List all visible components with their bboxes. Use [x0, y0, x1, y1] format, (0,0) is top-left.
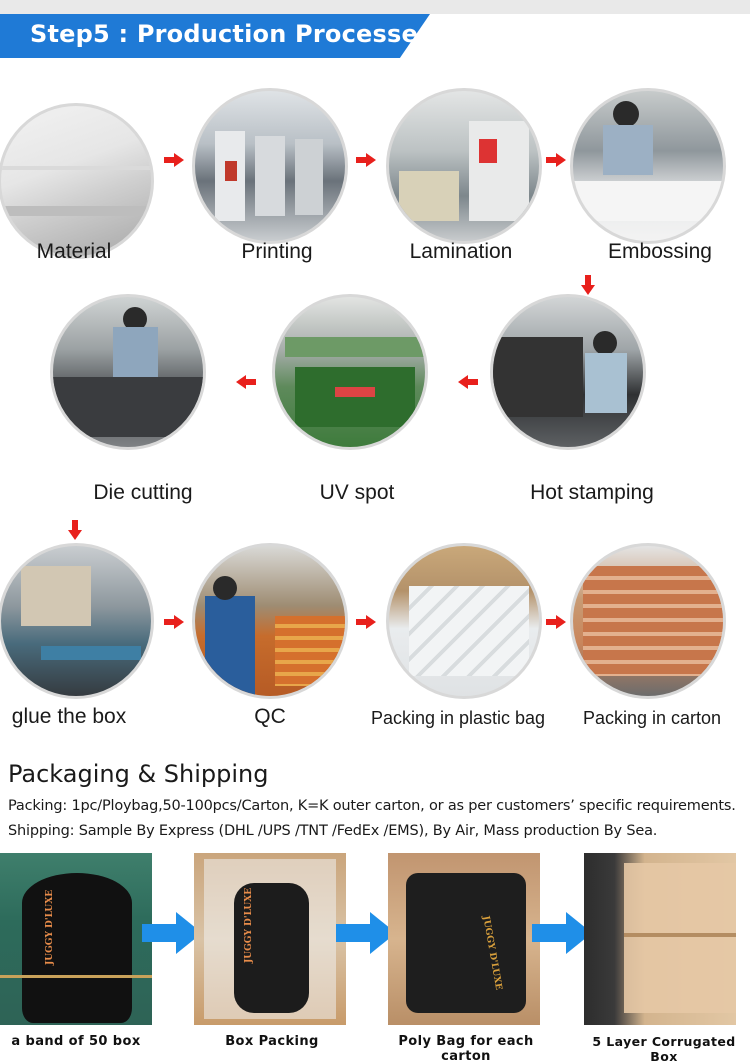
die-cutting-photo: [50, 294, 206, 450]
header-banner: [0, 14, 430, 58]
glue-box-photo: [0, 543, 154, 699]
arrow-down-icon: [581, 275, 595, 295]
uv-spot-photo: [272, 294, 428, 450]
carton-photo: [570, 543, 726, 699]
arrow-right-icon: [532, 912, 592, 954]
arrow-left-icon: [236, 375, 256, 389]
arrow-right-icon: [336, 912, 396, 954]
corrugated-box-photo: [584, 853, 736, 1025]
caption-corrugated-box: 5 Layer Corrugated Box: [592, 1034, 736, 1064]
arrow-right-icon: [546, 615, 566, 629]
label-lamination: Lamination: [409, 240, 513, 263]
label-printing: Printing: [241, 240, 313, 263]
label-glue-the-box: glue the box: [11, 705, 127, 728]
label-packing-plastic-bag: Packing in plastic bag: [370, 708, 546, 728]
band-of-boxes-photo: JUGGY D'LUXE: [0, 853, 152, 1025]
label-embossing: Embossing: [608, 240, 712, 263]
caption-box-packing: Box Packing: [225, 1034, 319, 1049]
arrow-down-icon: [68, 520, 82, 540]
arrow-right-icon: [546, 153, 566, 167]
lamination-photo: [386, 88, 542, 244]
material-photo: [0, 103, 154, 259]
label-hot-stamping: Hot stamping: [530, 481, 654, 504]
hot-stamping-photo: [490, 294, 646, 450]
arrow-right-icon: [356, 615, 376, 629]
section-title-packaging: Packaging & Shipping: [8, 760, 269, 788]
caption-band: a band of 50 box: [11, 1034, 141, 1049]
label-uv-spot: UV spot: [319, 481, 395, 504]
box-brand-text: JUGGY D'LUXE: [244, 887, 254, 963]
arrow-right-icon: [356, 153, 376, 167]
embossing-photo: [570, 88, 726, 244]
arrow-right-icon: [164, 615, 184, 629]
box-brand-text: JUGGY D'LUXE: [480, 915, 504, 991]
qc-photo: [192, 543, 348, 699]
plastic-bag-photo: [386, 543, 542, 699]
box-packing-photo: JUGGY D'LUXE: [194, 853, 346, 1025]
top-band: [0, 0, 750, 14]
shipping-info: Shipping: Sample By Express (DHL /UPS /T…: [8, 823, 658, 839]
box-brand-text: JUGGY D'LUXE: [45, 889, 55, 965]
label-material: Material: [36, 240, 112, 263]
label-die-cutting: Die cutting: [93, 481, 193, 504]
arrow-right-icon: [164, 153, 184, 167]
arrow-right-icon: [142, 912, 202, 954]
label-qc: QC: [254, 705, 286, 728]
label-packing-carton: Packing in carton: [582, 708, 722, 728]
poly-bag-photo: JUGGY D'LUXE: [388, 853, 540, 1025]
arrow-left-icon: [458, 375, 478, 389]
caption-poly-bag: Poly Bag for each carton: [398, 1034, 534, 1064]
printing-photo: [192, 88, 348, 244]
packing-info: Packing: 1pc/Ploybag,50-100pcs/Carton, K…: [8, 798, 736, 814]
page-title: Step5 : Production Processes: [30, 20, 433, 48]
